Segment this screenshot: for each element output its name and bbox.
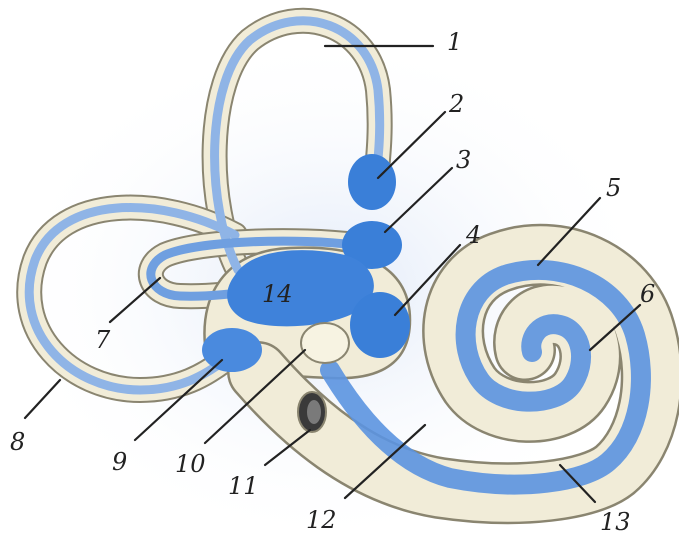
label-11: 11 xyxy=(228,472,259,500)
saccule xyxy=(350,292,410,358)
label-9: 9 xyxy=(112,448,127,476)
label-6: 6 xyxy=(640,280,655,308)
label-10: 10 xyxy=(175,450,206,478)
posterior-ampulla xyxy=(202,328,262,372)
label-13: 13 xyxy=(600,508,631,536)
oval-window xyxy=(301,323,349,363)
label-1: 1 xyxy=(447,28,462,56)
label-4: 4 xyxy=(465,221,481,249)
label-2: 2 xyxy=(448,90,464,118)
label-8: 8 xyxy=(10,428,25,456)
label-12: 12 xyxy=(306,506,337,534)
round-window-inner xyxy=(307,400,321,424)
anterior-ampulla xyxy=(348,154,396,210)
label-7: 7 xyxy=(95,326,111,354)
label-3: 3 xyxy=(456,146,471,174)
label-5: 5 xyxy=(606,174,621,202)
label-14: 14 xyxy=(262,280,293,308)
